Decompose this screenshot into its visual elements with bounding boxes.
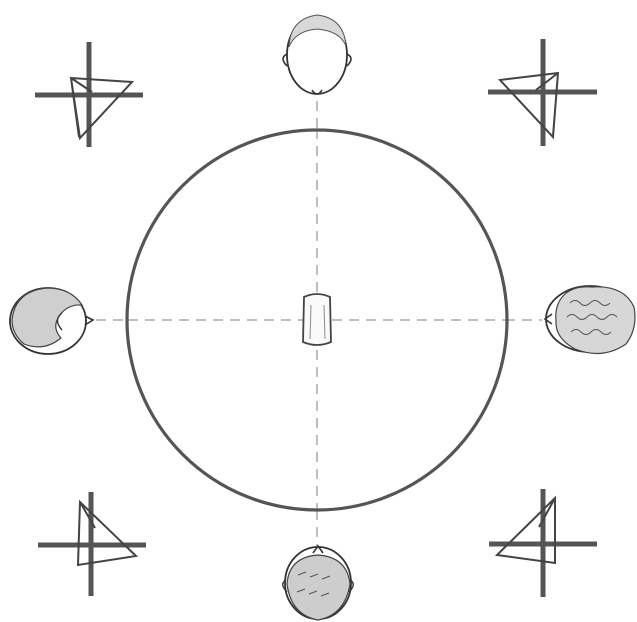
head-right-curly-hair-mass <box>556 287 635 354</box>
center-microphone-body <box>303 294 331 345</box>
center-microphone <box>303 294 331 345</box>
